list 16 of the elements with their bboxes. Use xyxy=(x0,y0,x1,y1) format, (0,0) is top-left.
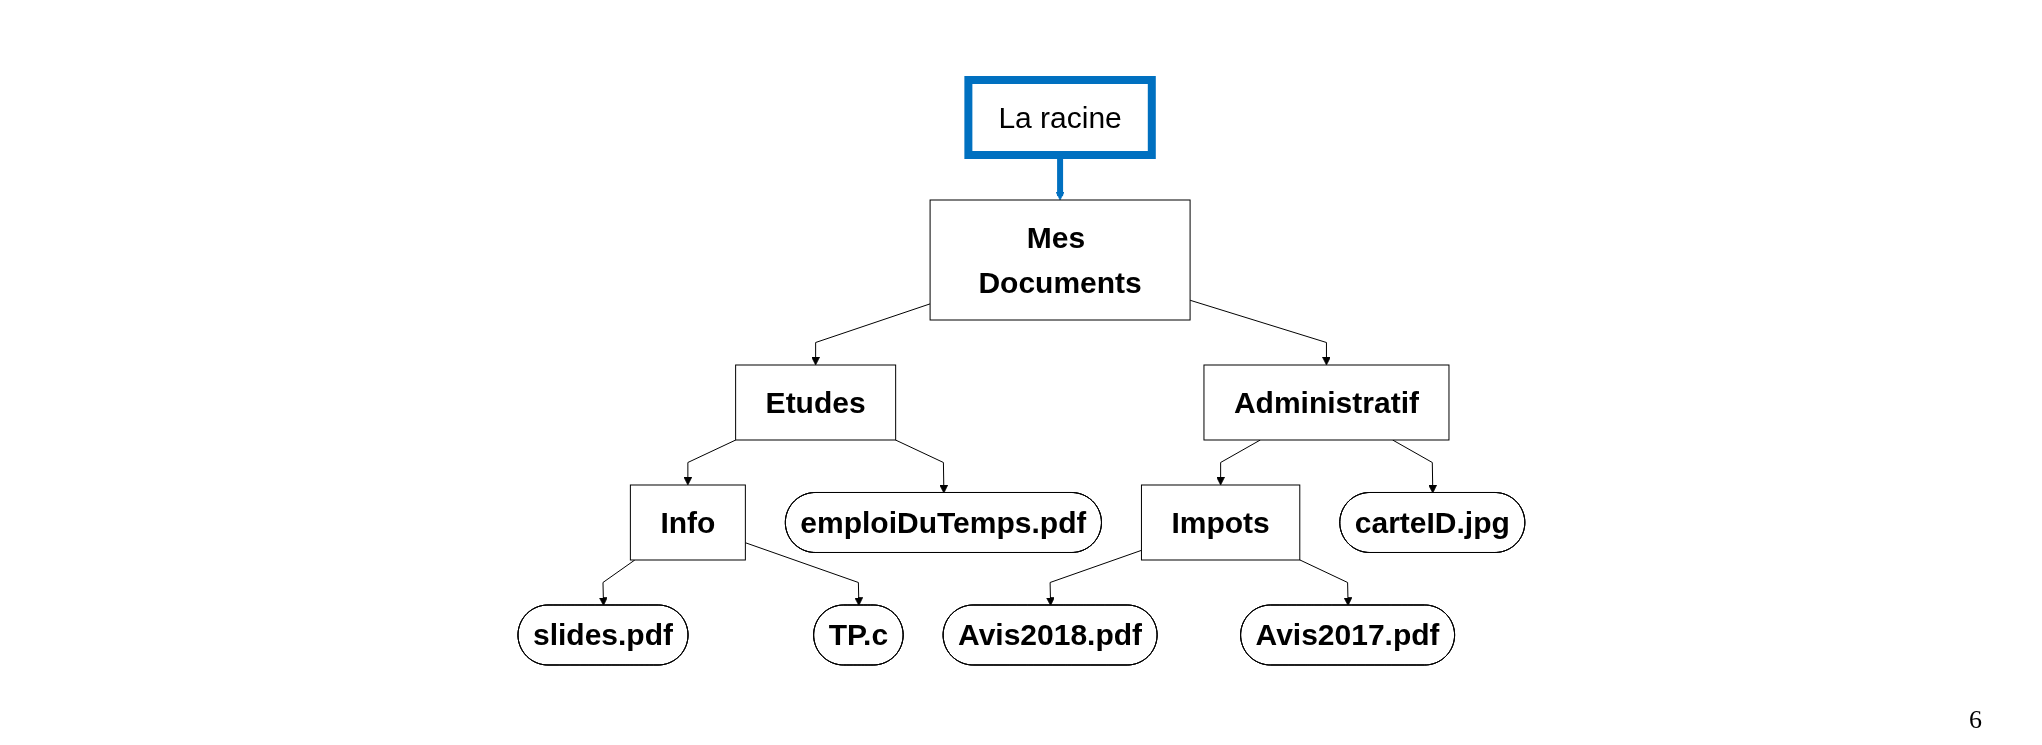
arrow xyxy=(1189,299,1331,366)
arrow xyxy=(1298,559,1352,606)
arrow xyxy=(744,542,863,606)
arrow xyxy=(1215,439,1261,486)
arrow xyxy=(598,559,635,606)
arrow xyxy=(894,439,948,494)
arrow xyxy=(1045,549,1142,606)
node-box: Info xyxy=(629,484,746,561)
node-box: Administratif xyxy=(1203,364,1450,441)
page-number: 6 xyxy=(1969,705,1982,735)
node-box: Etudes xyxy=(734,364,896,441)
node-box: Mes Documents xyxy=(929,199,1191,321)
node-box: Impots xyxy=(1140,484,1300,561)
node-box: La racine xyxy=(963,76,1156,159)
arrow xyxy=(810,303,931,366)
arrow xyxy=(683,439,736,486)
